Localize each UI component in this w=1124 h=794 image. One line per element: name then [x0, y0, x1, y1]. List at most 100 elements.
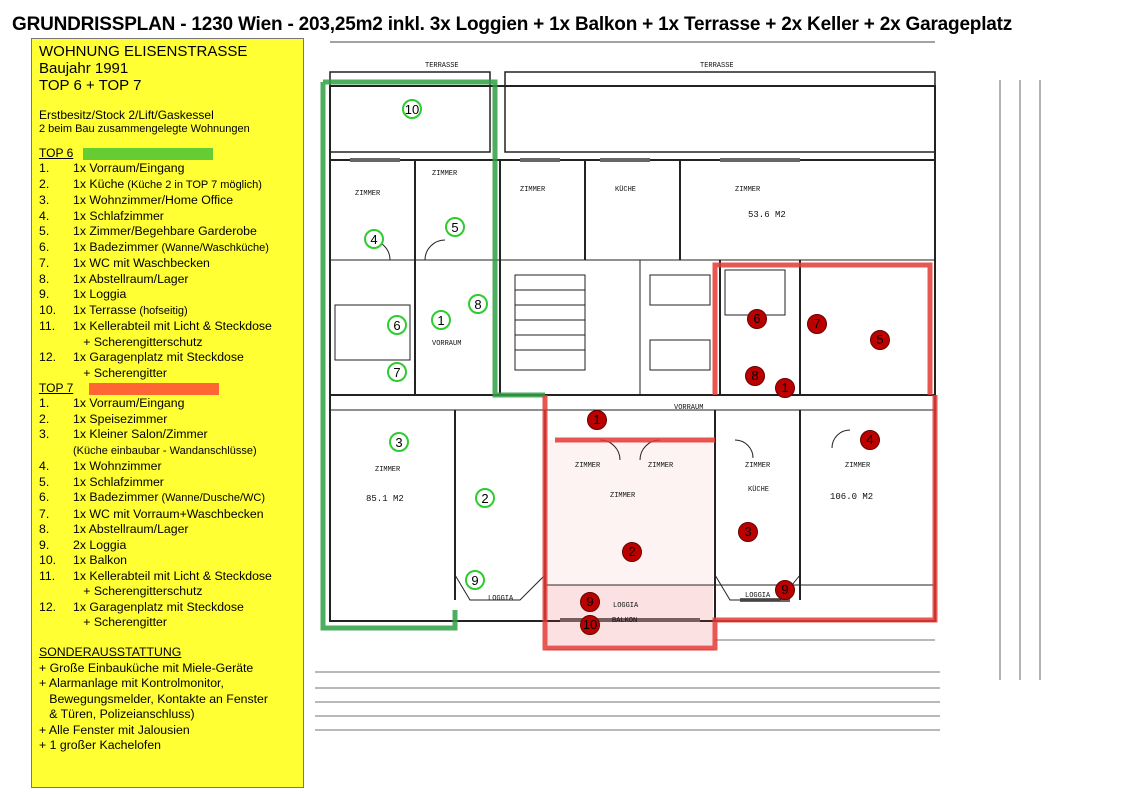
- top6-room-marker: 1: [431, 310, 451, 330]
- top7-item: 4. 1x Wohnzimmer: [39, 459, 297, 475]
- area-label-1: 53.6 M2: [748, 210, 786, 220]
- item-number: 11.: [39, 319, 56, 333]
- top7-item: 12. 1x Garagenplatz mit Steckdose + Scher…: [39, 600, 297, 631]
- top7-room-marker: 4: [860, 430, 880, 450]
- item-number: 5.: [39, 474, 50, 489]
- item-number: 7.: [39, 256, 50, 270]
- item-number: 5.: [39, 224, 50, 238]
- item-number: 1.: [39, 396, 50, 410]
- top6-item: 5.1x Zimmer/Begehbare Garderobe: [39, 224, 297, 240]
- item-note: (Küche einbaubar - Wandanschlüsse): [73, 444, 257, 457]
- item-number: 4.: [39, 208, 50, 223]
- item-text: 1x Kellerabteil mit Licht & Steckdose + …: [73, 319, 272, 349]
- item-text: 1x Loggia: [73, 287, 127, 301]
- room-label-zimmer-9: ZIMMER: [745, 462, 771, 470]
- top7-item: 1. 1x Vorraum/Eingang: [39, 396, 297, 412]
- top7-room-marker: 9: [775, 580, 795, 600]
- item-note: (Wanne/Waschküche): [158, 241, 269, 254]
- item-text: 1x Garagenplatz mit Steckdose + Schereng…: [73, 350, 244, 380]
- item-number: 7.: [39, 506, 50, 521]
- item-text: 1x Vorraum/Eingang: [73, 396, 185, 410]
- top7-room-marker: 7: [807, 314, 827, 334]
- top6-room-marker: 2: [475, 488, 495, 508]
- item-text: 1x Vorraum/Eingang: [73, 161, 185, 175]
- top7-room-marker: 2: [622, 542, 642, 562]
- room-label-zimmer-5: ZIMMER: [375, 466, 401, 474]
- item-note: (Küche 2 in TOP 7 möglich): [124, 178, 262, 191]
- top7-room-marker: 1: [775, 378, 795, 398]
- page-title: GRUNDRISSPLAN - 1230 Wien - 203,25m2 ink…: [12, 14, 1013, 35]
- item-text: 1x Schlafzimmer: [73, 474, 164, 489]
- top7-room-marker: 9: [580, 592, 600, 612]
- item-text: 1x Kellerabteil mit Licht & Steckdose + …: [73, 568, 272, 599]
- item-text: 1x Schlafzimmer: [73, 208, 164, 223]
- extras-item: + 1 großer Kachelofen: [39, 738, 162, 752]
- units-label: TOP 6 + TOP 7: [39, 77, 142, 94]
- top6-heading: TOP 6: [39, 146, 74, 160]
- room-label-zimmer-1: ZIMMER: [355, 190, 381, 198]
- extras-heading: SONDERAUSSTATTUNG: [39, 644, 182, 659]
- top6-room-marker: 3: [389, 432, 409, 452]
- item-text: 1x Garagenplatz mit Steckdose + Schereng…: [73, 599, 244, 630]
- item-number: 4.: [39, 459, 50, 473]
- top7-room-marker: 5: [870, 330, 890, 350]
- info-line-1: Erstbesitz/Stock 2/Lift/Gaskessel: [39, 108, 214, 122]
- room-label-kueche: KÜCHE: [615, 186, 637, 194]
- item-number: 2.: [39, 411, 50, 426]
- top7-room-marker: 3: [738, 522, 758, 542]
- item-note: (hofseitig): [136, 304, 188, 317]
- item-number: 1.: [39, 161, 50, 175]
- top7-room-marker: 6: [747, 309, 767, 329]
- top6-room-marker: 10: [402, 99, 422, 119]
- top6-item: 2.1x Küche (Küche 2 in TOP 7 möglich): [39, 177, 297, 194]
- extras-item: + Alarmanlage mit Kontrolmonitor, Bewegu…: [39, 676, 268, 721]
- top6-item: 3.1x Wohnzimmer/Home Office: [39, 193, 297, 209]
- top6-color-swatch: [83, 147, 214, 160]
- item-note: (Wanne/Dusche/WC): [158, 492, 265, 504]
- item-text: 1x Badezimmer (Wanne/Waschküche): [73, 239, 269, 254]
- top7-room-marker: 1: [587, 410, 607, 430]
- top7-item: 8.1x Abstellraum/Lager: [39, 522, 297, 538]
- top7-color-swatch: [89, 382, 220, 395]
- item-text: 1x Badezimmer (Wanne/Dusche/WC): [73, 490, 265, 504]
- terrace-label-left: TERRASSE: [425, 62, 459, 70]
- item-number: 6.: [39, 490, 50, 504]
- item-text: 1x Abstellraum/Lager: [73, 271, 189, 286]
- floor-plan: [315, 41, 1041, 731]
- item-number: 9.: [39, 287, 50, 301]
- info-panel: WOHNUNG ELISENSTRASSE Baujahr 1991 TOP 6…: [31, 38, 304, 788]
- top7-item: 6. 1x Badezimmer (Wanne/Dusche/WC): [39, 490, 297, 507]
- top7-item: 9.2x Loggia: [39, 538, 297, 554]
- top7-heading: TOP 7: [39, 381, 74, 395]
- extras-item: + Alle Fenster mit Jalousien: [39, 722, 190, 737]
- item-number: 3.: [39, 193, 50, 207]
- item-number: 8.: [39, 522, 50, 536]
- top6-room-marker: 6: [387, 315, 407, 335]
- top6-item: 12.1x Garagenplatz mit Steckdose + Scher…: [39, 350, 297, 381]
- info-line-2: 2 beim Bau zusammengelegte Wohnungen: [39, 123, 250, 135]
- item-text: 1x Terrasse (hofseitig): [73, 302, 188, 317]
- top6-item: 6.1x Badezimmer (Wanne/Waschküche): [39, 240, 297, 257]
- top7-item: 10.1x Balkon: [39, 553, 297, 569]
- apartment-name: WOHNUNG ELISENSTRASSE: [39, 43, 248, 60]
- room-label-loggia-2: LOGGIA: [613, 602, 639, 610]
- top6-item: 8.1x Abstellraum/Lager: [39, 272, 297, 288]
- top7-item: 5. 1x Schlafzimmer: [39, 475, 297, 491]
- area-label-3: 85.1 M2: [366, 494, 404, 504]
- room-label-loggia-3: LOGGIA: [745, 592, 771, 600]
- top7-item: 7.1x WC mit Vorraum+Waschbecken: [39, 507, 297, 523]
- room-label-balkon: BALKON: [612, 617, 638, 625]
- item-number: 9.: [39, 537, 50, 552]
- room-label-vorraum-2: VORRAUM: [674, 404, 704, 412]
- room-label-zimmer-4: ZIMMER: [735, 186, 761, 194]
- item-number: 10.: [39, 553, 57, 567]
- item-number: 12.: [39, 599, 57, 614]
- top6-item: 4. 1x Schlafzimmer: [39, 209, 297, 225]
- area-label-2: 106.0 M2: [830, 492, 874, 502]
- top7-item: 11. 1x Kellerabteil mit Licht & Steckdose…: [39, 569, 297, 600]
- top6-item: 7. 1x WC mit Waschbecken: [39, 256, 297, 272]
- item-text: 1x Kleiner Salon/Zimmer(Küche einbaubar …: [73, 427, 257, 457]
- item-text: 1x WC mit Waschbecken: [73, 256, 210, 270]
- item-number: 11.: [39, 568, 56, 583]
- item-text: 1x Wohnzimmer: [73, 459, 162, 473]
